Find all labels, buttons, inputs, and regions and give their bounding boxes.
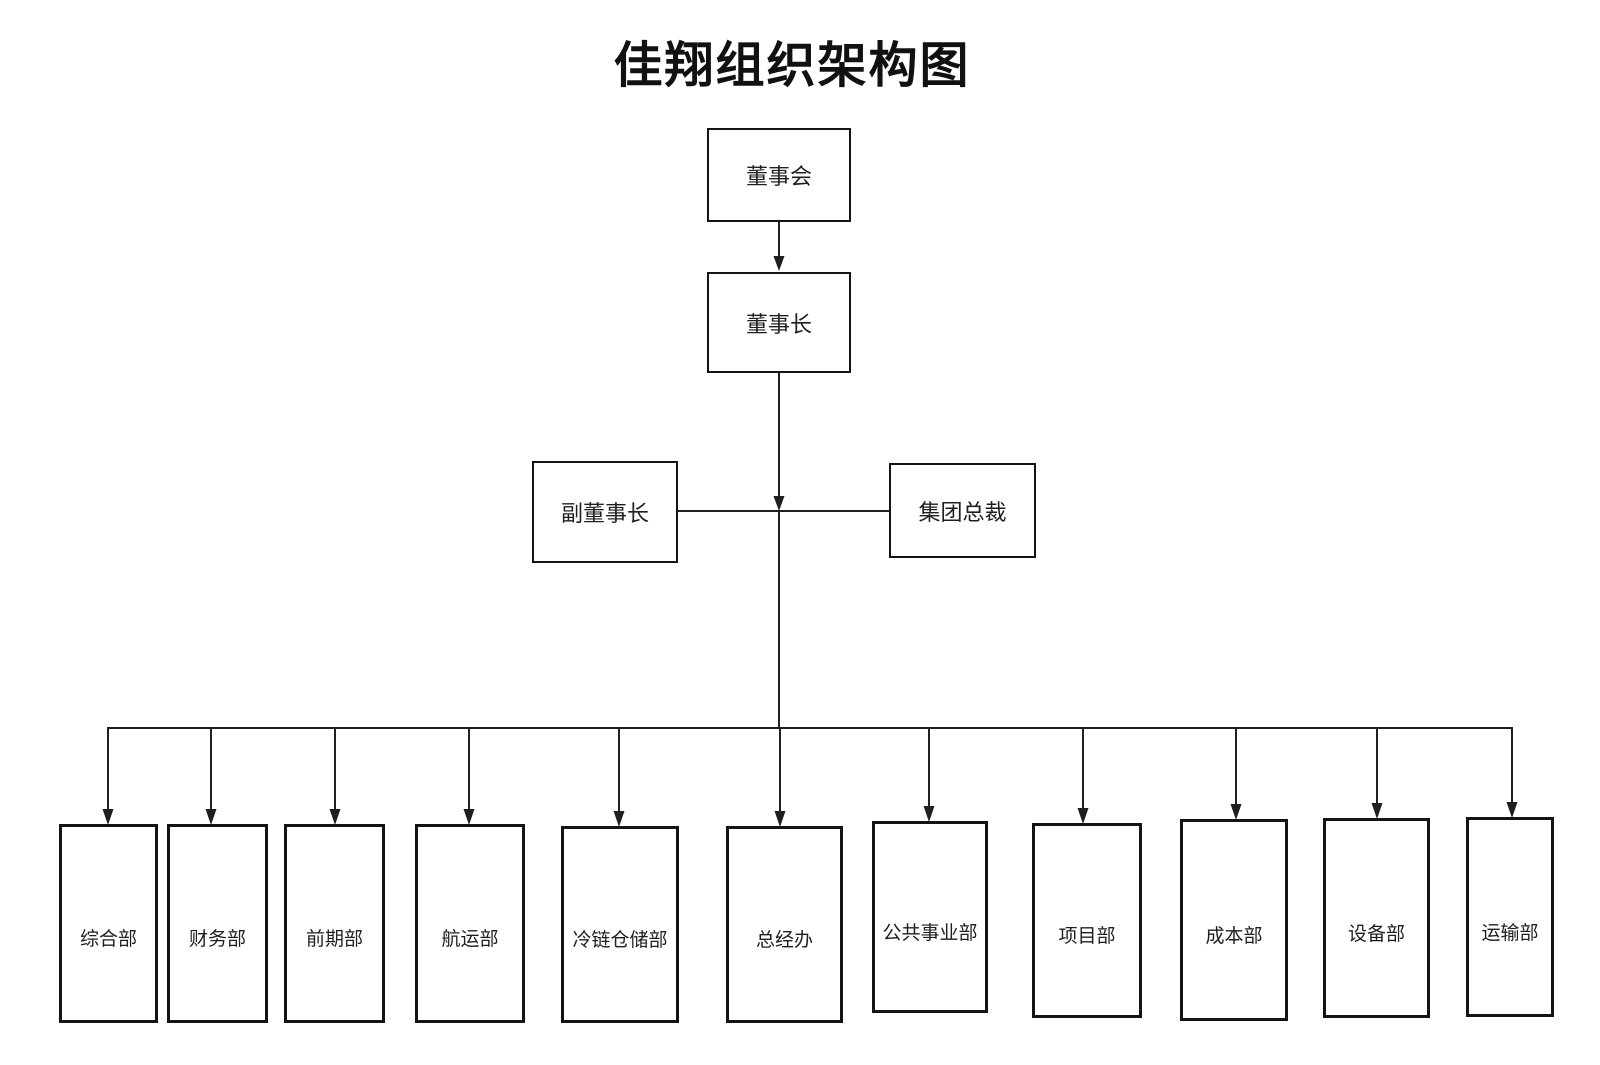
node-board: 董事会 (707, 128, 851, 222)
dept-shipping: 航运部 (415, 824, 525, 1023)
dept-equipment-label: 设备部 (1347, 923, 1405, 945)
dept-project-label: 项目部 (1058, 926, 1116, 947)
dept-general: 综合部 (59, 824, 158, 1023)
node-chairman: 董事长 (707, 272, 851, 373)
node-president-label: 集团总裁 (918, 499, 1007, 525)
chart-title: 佳翔组织架构图 (613, 38, 971, 93)
node-board-label: 董事会 (745, 164, 812, 189)
dept-general-label: 综合部 (79, 929, 137, 950)
dept-public-utilities-label: 公共事业部 (882, 922, 978, 944)
dept-finance-label: 财务部 (188, 929, 246, 950)
node-vice-chairman-label: 副董事长 (560, 501, 649, 526)
dept-transport: 运输部 (1466, 817, 1554, 1017)
arrowheads (102, 256, 1518, 827)
dept-shipping-label: 航运部 (441, 929, 499, 950)
dept-cold-chain-warehouse-label: 冷链仓储部 (572, 930, 668, 951)
dept-finance: 财务部 (167, 824, 268, 1023)
dept-early-stage-label: 前期部 (305, 929, 363, 950)
dept-project: 项目部 (1032, 823, 1142, 1018)
node-chairman-label: 董事长 (745, 311, 812, 337)
dept-gm-office: 总经办 (726, 826, 843, 1023)
dept-gm-office-label: 总经办 (755, 930, 813, 951)
dept-cold-chain-warehouse: 冷链仓储部 (561, 826, 679, 1023)
dept-transport-label: 运输部 (1481, 922, 1539, 944)
dept-public-utilities: 公共事业部 (872, 821, 988, 1013)
dept-cost: 成本部 (1180, 819, 1288, 1021)
dept-cost-label: 成本部 (1205, 925, 1263, 947)
dept-equipment: 设备部 (1323, 818, 1430, 1018)
node-vice-chairman: 副董事长 (532, 461, 678, 563)
dept-early-stage: 前期部 (284, 824, 385, 1023)
node-president: 集团总裁 (889, 463, 1036, 558)
